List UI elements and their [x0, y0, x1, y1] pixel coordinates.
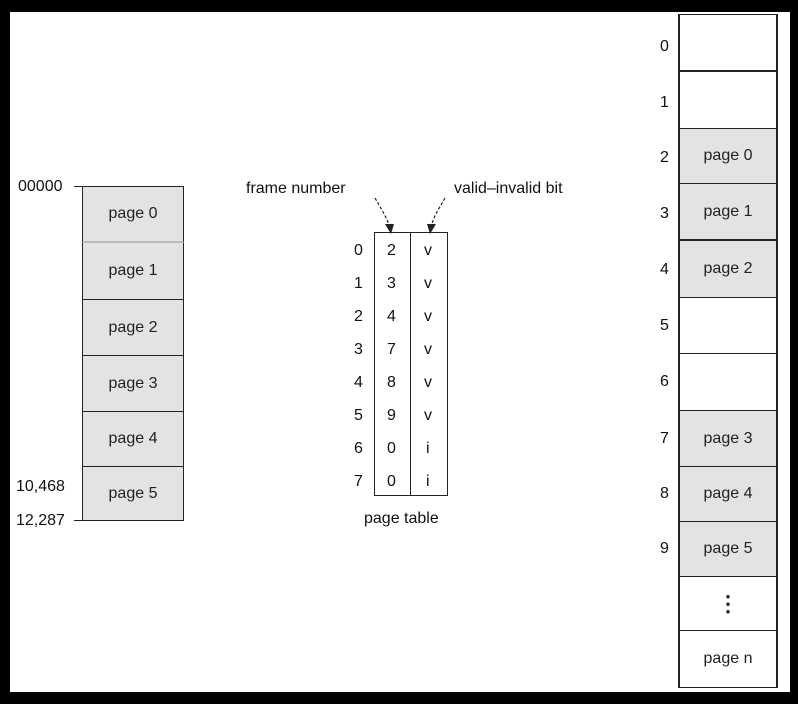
frame-1 [679, 72, 777, 129]
pt-frame: 8 [387, 374, 396, 391]
pt-frame: 2 [387, 242, 396, 259]
pt-index: 7 [354, 473, 363, 490]
pt-bit: v [424, 407, 432, 424]
frame-3: page 1 [679, 184, 777, 241]
pt-bit: v [424, 341, 432, 358]
frame-number-arrow [374, 197, 391, 229]
frame-content: page 5 [703, 540, 753, 557]
page-table-divider [410, 232, 411, 496]
pt-frame: 9 [387, 407, 396, 424]
pt-bit: i [426, 440, 430, 457]
frame-index: 6 [660, 373, 669, 390]
frame-7: page 3 [679, 411, 777, 467]
pt-index: 0 [354, 242, 363, 259]
valid-bit-arrow [430, 197, 446, 229]
address-last-page: 10,468 [16, 478, 65, 495]
pt-frame: 3 [387, 275, 396, 292]
pt-bit: v [424, 308, 432, 325]
frame-number-header: frame number [246, 180, 346, 197]
frame-content: page 0 [703, 147, 753, 164]
pt-index: 1 [354, 275, 363, 292]
page-label: page 0 [108, 205, 158, 222]
frame-index: 9 [660, 540, 669, 557]
pt-frame: 4 [387, 308, 396, 325]
logical-page-4: page 4 [82, 412, 184, 467]
frame-5 [679, 298, 777, 354]
frame-6 [679, 354, 777, 411]
physical-memory-box [678, 14, 778, 688]
frame-8: page 4 [679, 467, 777, 522]
logical-page-3: page 3 [82, 356, 184, 412]
frame-0 [679, 15, 777, 72]
pt-frame: 7 [387, 341, 396, 358]
pt-index: 2 [354, 308, 363, 325]
valid-invalid-header: valid–invalid bit [454, 180, 563, 197]
frame-content: page 2 [703, 260, 753, 277]
header-arrows [374, 197, 446, 234]
page-label: page 2 [108, 318, 158, 336]
frame-index: 3 [660, 205, 669, 222]
frame-2: page 0 [679, 129, 777, 184]
pt-index: 4 [354, 374, 363, 391]
address-end: 12,287 [16, 512, 65, 529]
frame-content: page n [703, 650, 753, 667]
page-label: page 3 [108, 374, 158, 392]
valid-bit-arrowhead [427, 224, 436, 234]
pt-bit: v [424, 242, 432, 259]
pt-frame: 0 [387, 440, 396, 457]
frame-9: page 5 [679, 522, 777, 577]
frame-index: 0 [660, 38, 669, 55]
page-table-box [374, 232, 448, 496]
logical-bottom-line [74, 520, 184, 521]
logical-page-1: page 1 [82, 243, 184, 300]
frame-content: page 4 [703, 485, 753, 502]
frame-index: 1 [660, 94, 669, 111]
frame-index: 5 [660, 317, 669, 334]
frame-content: page 1 [703, 202, 753, 220]
frame-index: 2 [660, 149, 669, 166]
logical-page-2: page 2 [82, 300, 184, 356]
pt-bit: i [426, 473, 430, 490]
logical-page-5: page 5 [82, 467, 184, 520]
pt-index: 5 [354, 407, 363, 424]
frame-number-arrowhead [385, 224, 394, 234]
frame-index: 8 [660, 485, 669, 502]
pt-index: 3 [354, 341, 363, 358]
page-label: page 1 [108, 262, 158, 279]
vertical-ellipsis-icon: ⋮ [717, 590, 739, 616]
page-table-caption: page table [364, 510, 439, 527]
pt-bit: v [424, 374, 432, 391]
page-label: page 4 [108, 430, 158, 447]
address-start: 00000 [18, 178, 63, 195]
frame-content: page 3 [703, 429, 753, 447]
frame-4: page 2 [679, 241, 777, 298]
frame-index: 7 [660, 430, 669, 447]
diagram-canvas: 00000 10,468 12,287 page 0 page 1 page 2… [10, 12, 790, 692]
logical-page-0: page 0 [82, 187, 184, 243]
logical-top-line [74, 186, 184, 187]
pt-frame: 0 [387, 473, 396, 490]
pt-bit: v [424, 275, 432, 292]
page-label: page 5 [108, 484, 158, 502]
frame-last: page n [679, 631, 777, 687]
pt-index: 6 [354, 440, 363, 457]
frame-ellipsis: ⋮ [679, 577, 777, 631]
frame-index: 4 [660, 261, 669, 278]
